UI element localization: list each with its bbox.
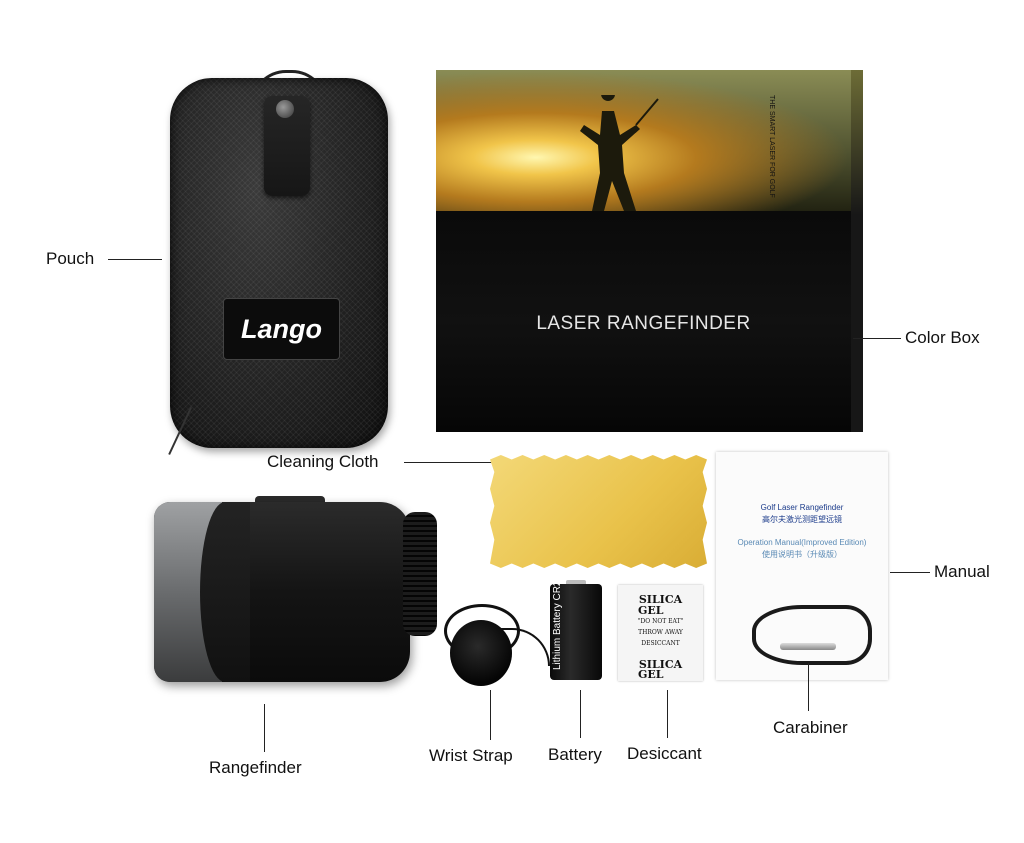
cleaning-cloth <box>490 455 707 568</box>
desiccant-line-2: GEL <box>638 604 664 617</box>
label-desiccant: Desiccant <box>627 744 702 763</box>
label-carabiner: Carabiner <box>773 718 848 737</box>
desiccant-line-3: "DO NOT EAT" <box>637 618 684 625</box>
manual-title-en: Golf Laser Rangefinder <box>760 503 844 512</box>
label-rangefinder: Rangefinder <box>209 758 302 777</box>
wrist-strap-cord <box>500 628 550 666</box>
label-battery: Battery <box>548 745 602 764</box>
manual-subtitle-zh: 使用说明书（升级版） <box>762 550 842 559</box>
desiccant-line-1: SILICA <box>638 593 683 606</box>
leader-desiccant <box>667 690 668 738</box>
desiccant-line-6: SILICA <box>638 658 683 671</box>
color-box-side-text: THE SMART LASER FOR GOLF <box>768 95 775 198</box>
pouch-snap-button <box>276 100 294 118</box>
rangefinder-grip-curve <box>200 502 250 682</box>
label-pouch: Pouch <box>46 249 95 268</box>
carabiner <box>752 605 872 665</box>
cr2-battery <box>550 584 602 680</box>
color-box-front <box>436 211 851 432</box>
label-cleaning-cloth: Cleaning Cloth <box>267 452 379 471</box>
leader-manual <box>890 572 930 573</box>
desiccant-line-5: DESICCANT <box>641 640 680 647</box>
color-box-right-edge <box>851 70 863 432</box>
color-box-title: LASER RANGEFINDER <box>536 313 751 334</box>
leader-color-box <box>853 338 901 339</box>
leader-rangefinder <box>264 704 265 752</box>
label-color-box: Color Box <box>905 328 980 347</box>
desiccant-line-4: THROW AWAY <box>638 629 683 636</box>
battery-text: Lithium Battery CR2 3V <box>552 565 563 671</box>
rangefinder-buttons <box>255 496 325 506</box>
leader-wrist-strap <box>490 690 491 740</box>
rangefinder-lens <box>403 512 437 636</box>
manual-subtitle-en: Operation Manual(Improved Edition) <box>737 538 867 547</box>
leader-battery <box>580 690 581 738</box>
label-manual: Manual <box>934 562 990 581</box>
label-wrist-strap: Wrist Strap <box>429 746 513 765</box>
desiccant-line-7: GEL <box>638 668 664 681</box>
leader-pouch <box>108 259 162 260</box>
golfer-silhouette-icon <box>580 95 659 211</box>
desiccant-packet <box>618 585 703 681</box>
manual-title-zh: 高尔夫激光测距望远镜 <box>762 515 842 524</box>
carabiner-gate <box>780 643 836 650</box>
leader-carabiner <box>808 663 809 711</box>
pouch-brand-logo: Lango <box>223 298 340 360</box>
color-box-top <box>436 70 851 211</box>
battery-terminal <box>566 580 586 586</box>
leader-cleaning-cloth <box>404 462 496 463</box>
